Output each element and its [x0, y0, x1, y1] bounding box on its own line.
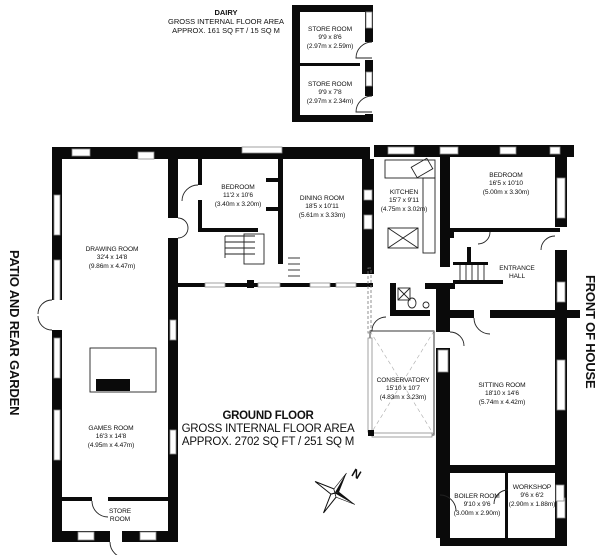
dairy-area-heading: DAIRY GROSS INTERNAL FLOOR AREA APPROX. …	[168, 8, 284, 35]
room-store-room-ground: STORE ROOM	[108, 508, 132, 524]
room-kitchen: KITCHEN 15'7 x 9'11 (4.75m x 3.02m)	[380, 189, 428, 213]
ground-floor-area: APPROX. 2702 SQ FT / 251 SQ M	[181, 436, 355, 448]
room-conservatory: CONSERVATORY 15'10 x 10'7 (4.83m x 3.23m…	[376, 377, 430, 401]
orientation-left-label: PATIO AND REAR GARDEN	[7, 250, 22, 416]
room-store-room-2: STORE ROOM 9'9 x 7'8 (2.97m x 2.34m)	[306, 81, 354, 105]
dairy-title: DAIRY	[214, 8, 238, 17]
room-games-room: GAMES ROOM 16'3 x 14'8 (4.95m x 4.47m)	[87, 425, 135, 449]
dairy-outline	[292, 5, 374, 122]
ground-floor-area-heading: GROUND FLOOR GROSS INTERNAL FLOOR AREA A…	[182, 410, 355, 449]
room-dining-room: DINING ROOM 18'5 x 10'11 (5.61m x 3.33m)	[298, 195, 346, 219]
dairy-subtitle: GROSS INTERNAL FLOOR AREA	[168, 17, 284, 26]
room-workshop: WORKSHOP 9'6 x 6'2 (2.90m x 1.88m)	[508, 484, 556, 508]
ground-floor-walls	[37, 145, 580, 555]
room-boiler-room: BOILER ROOM 9'10 x 9'6 (3.00m x 2.90m)	[453, 493, 501, 517]
room-entrance-hall: ENTRANCE HALL	[499, 265, 535, 281]
room-drawing-room: DRAWING ROOM 32'4 x 14'8 (9.86m x 4.47m)	[85, 246, 139, 270]
dairy-area: APPROX. 161 SQ FT / 15 SQ M	[172, 26, 280, 35]
room-store-room-1: STORE ROOM 9'9 x 8'6 (2.97m x 2.59m)	[306, 26, 354, 50]
orientation-right-label: FRONT OF HOUSE	[583, 275, 598, 389]
compass-rose-icon	[314, 472, 356, 514]
room-bedroom-2: BEDROOM 16'5 x 10'10 (5.00m x 3.30m)	[482, 172, 530, 196]
room-bedroom-1: BEDROOM 11'2 x 10'6 (3.40m x 3.20m)	[214, 184, 262, 208]
ground-floor-title: GROUND FLOOR	[222, 410, 314, 422]
room-sitting-room: SITTING ROOM 18'10 x 14'6 (5.74m x 4.42m…	[478, 382, 526, 406]
ground-floor-subtitle: GROSS INTERNAL FLOOR AREA	[181, 423, 355, 435]
